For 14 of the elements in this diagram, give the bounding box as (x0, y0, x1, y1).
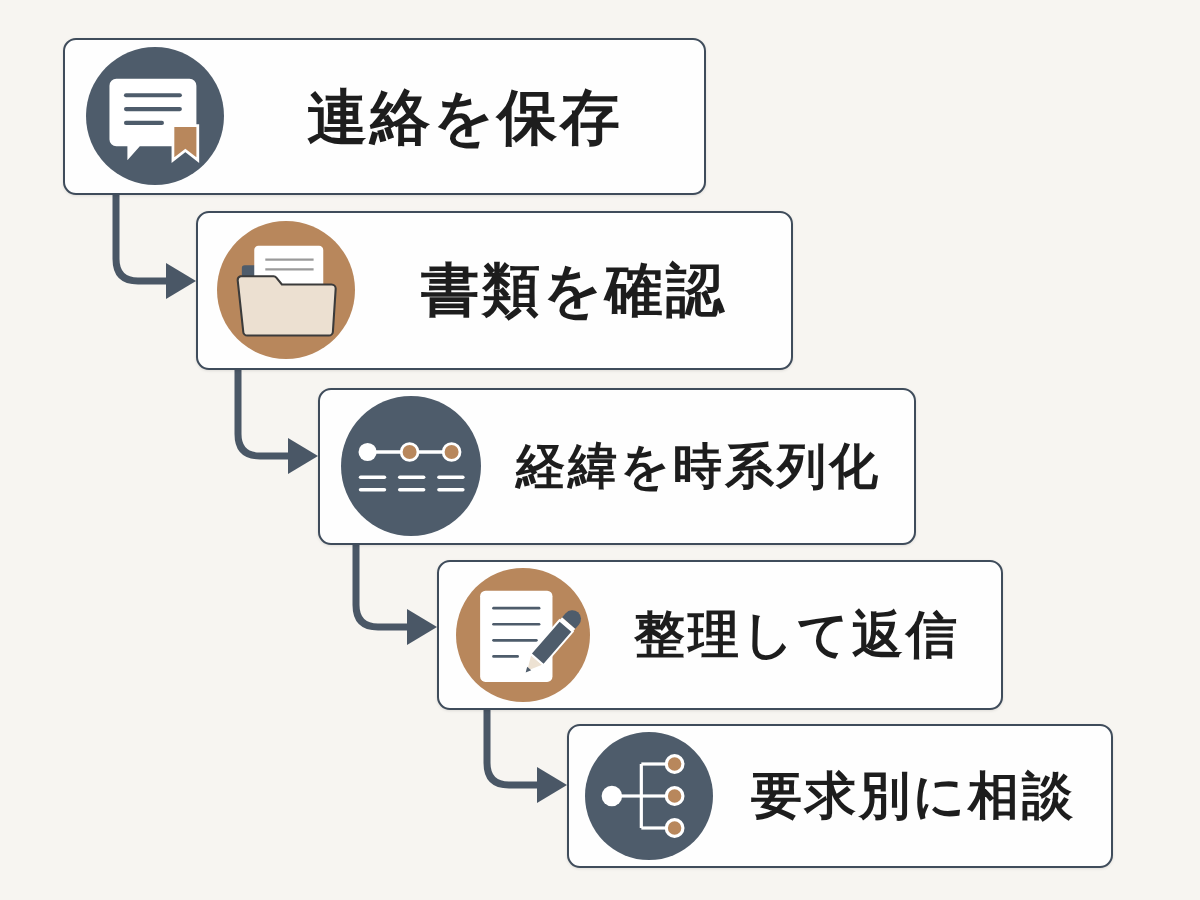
step-box (437, 560, 1003, 710)
step-box (567, 724, 1113, 868)
step-label: 連絡を保存 (307, 83, 623, 150)
step-label: 書類を確認 (421, 258, 727, 323)
arrow (352, 545, 437, 645)
step-box (63, 38, 706, 195)
arrow (483, 710, 567, 803)
step-box (196, 211, 793, 370)
arrow (234, 370, 318, 474)
step-box (318, 388, 916, 545)
step-label: 整理して返信 (633, 606, 960, 664)
arrow (112, 195, 196, 299)
step-label: 経緯を時系列化 (516, 439, 881, 494)
step-label: 要求別に相談 (750, 767, 1076, 825)
